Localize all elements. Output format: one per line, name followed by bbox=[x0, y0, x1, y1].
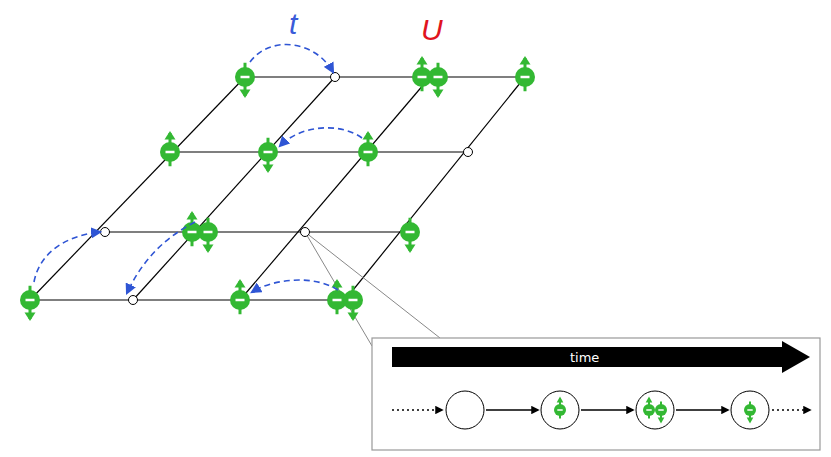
electron-body bbox=[343, 290, 363, 310]
electron bbox=[515, 56, 535, 91]
electron bbox=[235, 63, 255, 98]
charge-sign bbox=[364, 151, 373, 154]
electron bbox=[258, 138, 278, 173]
electron-body bbox=[554, 404, 566, 416]
time-label: time bbox=[570, 351, 599, 364]
spin-head bbox=[557, 397, 564, 403]
electron-body bbox=[258, 142, 278, 162]
hopping-label: t bbox=[289, 9, 297, 39]
electron-body bbox=[428, 67, 448, 87]
lattice-row bbox=[170, 151, 468, 152]
lattice-column bbox=[30, 77, 245, 300]
spin-head bbox=[646, 397, 653, 403]
electron bbox=[643, 397, 655, 419]
spin-head bbox=[433, 89, 444, 98]
spin-head bbox=[747, 417, 754, 423]
flow-arrow bbox=[486, 409, 538, 410]
electron bbox=[655, 401, 667, 423]
electron-body bbox=[198, 222, 218, 242]
charge-sign bbox=[747, 409, 752, 411]
spin-head bbox=[417, 56, 428, 65]
electron-body bbox=[643, 404, 655, 416]
electron bbox=[20, 286, 40, 321]
spin-head bbox=[25, 312, 36, 321]
spin-head bbox=[263, 164, 274, 173]
electron bbox=[343, 286, 363, 321]
lattice-column bbox=[345, 77, 525, 300]
charge-sign bbox=[521, 76, 530, 79]
charge-sign bbox=[264, 151, 273, 154]
charge-sign bbox=[333, 299, 342, 302]
empty-site bbox=[331, 73, 340, 82]
electron bbox=[554, 397, 566, 419]
lattice-column bbox=[133, 77, 335, 300]
electron bbox=[160, 131, 180, 166]
spin-head bbox=[235, 279, 246, 288]
spin-head bbox=[348, 312, 359, 321]
charge-sign bbox=[188, 231, 197, 234]
spin-head bbox=[187, 211, 198, 220]
flow-arrow bbox=[676, 409, 728, 410]
lattice-lines bbox=[30, 77, 525, 300]
lattice-sites bbox=[20, 56, 535, 321]
electron bbox=[400, 218, 420, 253]
spin-head bbox=[240, 89, 251, 98]
charge-sign bbox=[349, 299, 358, 302]
hopping-arrows bbox=[34, 45, 362, 293]
empty-site bbox=[464, 148, 473, 157]
electron-body bbox=[400, 222, 420, 242]
spin-head bbox=[165, 131, 176, 140]
charge-sign bbox=[26, 299, 35, 302]
time-inset bbox=[372, 338, 820, 450]
flow-arrow bbox=[772, 409, 810, 410]
electron-body bbox=[160, 142, 180, 162]
charge-sign bbox=[646, 409, 651, 411]
electron bbox=[358, 131, 378, 166]
electron-body bbox=[230, 290, 250, 310]
lattice-row bbox=[245, 76, 525, 77]
flow-arrow bbox=[392, 409, 442, 410]
spin-head bbox=[363, 131, 374, 140]
zoom-lines bbox=[305, 232, 440, 346]
spin-head bbox=[332, 279, 343, 288]
charge-sign bbox=[406, 231, 415, 234]
spin-head bbox=[405, 244, 416, 253]
electron bbox=[744, 401, 756, 423]
lattice-row bbox=[30, 299, 345, 300]
charge-sign bbox=[557, 409, 562, 411]
electron bbox=[230, 279, 250, 314]
charge-sign bbox=[166, 151, 175, 154]
charge-sign bbox=[434, 76, 443, 79]
site-state bbox=[541, 391, 579, 429]
spin-head bbox=[203, 244, 214, 253]
lattice-row bbox=[105, 231, 410, 232]
charge-sign bbox=[204, 231, 213, 234]
charge-sign bbox=[658, 409, 663, 411]
electron-body bbox=[744, 404, 756, 416]
spin-head bbox=[520, 56, 531, 65]
electron-body bbox=[515, 67, 535, 87]
electron bbox=[198, 218, 218, 253]
flow-arrow bbox=[581, 409, 633, 410]
electron bbox=[428, 63, 448, 98]
site-state bbox=[636, 391, 674, 429]
charge-sign bbox=[418, 76, 427, 79]
electron-body bbox=[655, 404, 667, 416]
empty-site bbox=[101, 228, 110, 237]
empty-site bbox=[129, 296, 138, 305]
interaction-label: U bbox=[421, 15, 443, 45]
electron-body bbox=[358, 142, 378, 162]
site-state bbox=[731, 391, 769, 429]
empty-site bbox=[301, 228, 310, 237]
charge-sign bbox=[236, 299, 245, 302]
electron-body bbox=[235, 67, 255, 87]
spin-head bbox=[658, 417, 665, 423]
site-state bbox=[446, 391, 484, 429]
lattice-column bbox=[240, 77, 430, 300]
electron-body bbox=[20, 290, 40, 310]
charge-sign bbox=[241, 76, 250, 79]
